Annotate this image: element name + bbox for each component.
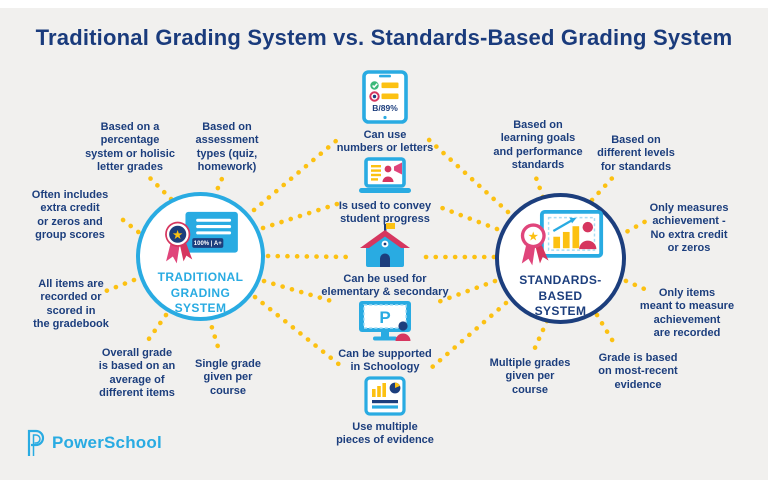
trait-only-items-recorded: Only items meant to measure achievement …	[639, 287, 735, 340]
trait-most-recent-evidence: Grade is based on most-recent evidence	[598, 352, 678, 391]
grade-value-text: B/89%	[372, 103, 398, 113]
traditional-circle-label: TRADITIONAL GRADING SYSTEM	[157, 270, 244, 316]
laptop-announcement-icon	[359, 157, 411, 193]
trait-all-items-recorded: All items are recorded or scored in the …	[33, 278, 109, 331]
evidence-report-icon	[364, 376, 406, 416]
shared-item-label: Is used to convey student progress	[338, 200, 432, 226]
shared-item-label: Can be supported in Schoology	[338, 348, 432, 374]
top-strip	[0, 0, 768, 8]
shared-item-numbers-letters: B/89% Can use numbers or letters	[310, 70, 460, 156]
report-card-icon: B/89%	[362, 70, 408, 124]
trait-extra-credit: Often includes extra credit or zeros and…	[31, 189, 109, 242]
trait-single-grade: Single grade given per course	[194, 358, 262, 397]
trait-only-measures-achievement: Only measures achievement - No extra cre…	[649, 202, 729, 255]
star-icon: ★	[172, 228, 183, 242]
chart-board-award-icon: ★	[520, 209, 603, 266]
monitor-schoology-icon: P	[359, 301, 411, 341]
brand-name: PowerSchool	[52, 433, 162, 452]
star-icon: ★	[527, 230, 538, 244]
powerschool-logo-icon	[27, 429, 45, 456]
page-title: Traditional Grading System vs. Standards…	[35, 25, 733, 50]
brand-footer: PowerSchool	[25, 429, 162, 457]
trait-overall-average: Overall grade is based on an average of …	[98, 347, 176, 400]
shared-item-multiple-evidence: Use multiple pieces of evidence	[310, 376, 460, 448]
grade-badge-text: 100% | A+	[193, 241, 221, 247]
trait-percentage-system: Based on a percentage system or holisic …	[85, 121, 175, 174]
traditional-grading-circle: 100% | A+ ★ TRADITIONAL GRADING SYSTEM	[136, 192, 265, 321]
trait-different-levels: Based on different levels for standards	[597, 134, 675, 173]
shared-item-label: Can be used for elementary & secondary	[321, 273, 449, 299]
shared-item-label: Can use numbers or letters	[336, 129, 434, 155]
shared-item-schoology: P Can be supported in Schoology	[310, 299, 460, 375]
certificate-award-icon: 100% | A+ ★	[164, 211, 238, 264]
shared-item-elementary-secondary: Can be used for elementary & secondary	[310, 222, 460, 300]
trait-learning-goals: Based on learning goals and performance …	[493, 119, 583, 172]
shared-item-label: Use multiple pieces of evidence	[336, 421, 434, 447]
standards-based-circle: ★ STANDARDS- BASED SYSTEM	[495, 193, 626, 324]
trait-multiple-grades: Multiple grades given per course	[489, 357, 571, 396]
connector-lines	[103, 132, 652, 372]
screen-letter-text: P	[379, 308, 390, 327]
schoolhouse-icon	[360, 223, 410, 267]
shared-item-convey-progress: Is used to convey student progress	[310, 157, 460, 227]
standards-circle-label: STANDARDS- BASED SYSTEM	[519, 273, 602, 319]
trait-assessment-types: Based on assessment types (quiz, homewor…	[195, 121, 259, 174]
